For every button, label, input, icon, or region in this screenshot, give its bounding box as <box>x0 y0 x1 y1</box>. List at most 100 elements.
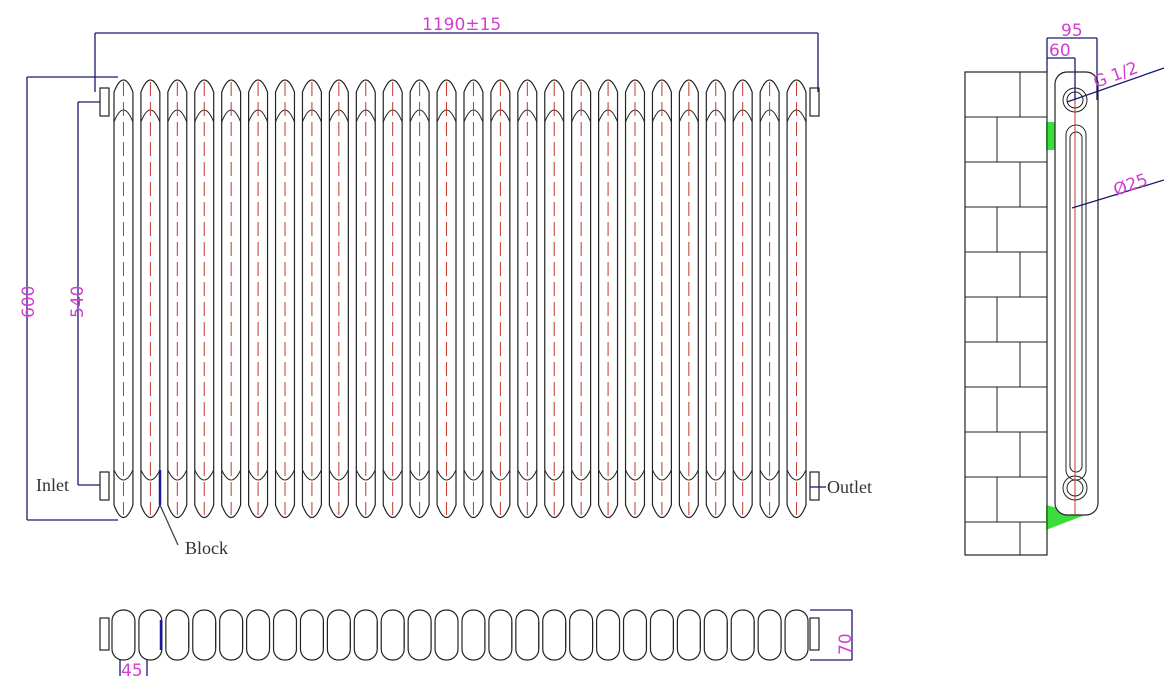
floor-bracket <box>1046 505 1085 530</box>
column-outline <box>678 79 699 519</box>
radiator-column <box>651 79 672 519</box>
side-tube-inner <box>1069 131 1083 473</box>
top-column <box>219 609 244 661</box>
column-outline <box>221 79 242 519</box>
radiator-column <box>355 79 376 519</box>
radiator-column <box>248 79 269 519</box>
top-column <box>299 609 324 661</box>
radiator-column <box>382 79 403 519</box>
column-outline <box>194 79 215 519</box>
pipe-fitting <box>809 87 820 117</box>
top-column <box>784 609 809 661</box>
pipe-fitting <box>99 87 110 117</box>
top-column <box>542 609 567 661</box>
column-outline <box>490 79 511 519</box>
column-outline <box>786 79 807 519</box>
radiator-column <box>113 79 134 519</box>
top-column <box>757 609 782 661</box>
width-dimension: 1190±15 <box>422 15 501 35</box>
column-outline <box>248 79 269 519</box>
top-view <box>99 609 820 661</box>
top-column <box>111 609 136 661</box>
column-outline <box>274 79 296 519</box>
column-outline <box>732 79 753 519</box>
top-column <box>380 609 405 661</box>
radiator-column <box>436 79 457 519</box>
column-outline <box>382 79 403 519</box>
inlet-label: Inlet <box>36 475 69 495</box>
thread-dimension: G 1/2 <box>1091 58 1141 93</box>
top-column <box>649 609 674 661</box>
tube-dimension: Ø25 <box>1111 170 1151 201</box>
radiator-column <box>517 79 538 519</box>
column-outline <box>167 79 188 519</box>
radiator-column <box>194 79 215 519</box>
radiator-column <box>624 79 646 519</box>
block-leader <box>159 504 179 546</box>
top-column <box>622 609 648 661</box>
column-outline <box>140 79 161 519</box>
radiator-column <box>571 79 592 519</box>
top-column <box>407 609 432 661</box>
column-outline <box>759 79 780 519</box>
top-column <box>596 609 621 661</box>
front-view <box>99 79 820 519</box>
top-column <box>461 609 486 661</box>
column-outline <box>328 79 349 519</box>
top-fitting <box>99 617 110 651</box>
outlet-label: Outlet <box>827 477 872 497</box>
top-column <box>138 609 163 661</box>
radiator-column <box>409 79 430 519</box>
radiator-column <box>678 79 699 519</box>
column-outline <box>571 79 592 519</box>
column-outline <box>598 79 619 519</box>
top-fitting <box>809 617 820 651</box>
radiator-column <box>598 79 619 519</box>
radiator-column <box>705 79 726 519</box>
radiator-column <box>759 79 780 519</box>
column-outline <box>355 79 376 519</box>
dimensions <box>26 32 1164 676</box>
radiator-column <box>301 79 322 519</box>
wall-bracket <box>1046 122 1056 150</box>
top-column <box>434 609 459 661</box>
radiator-column <box>490 79 511 519</box>
top-column <box>569 609 594 661</box>
height-dimension: 600 <box>19 286 39 318</box>
column-outline <box>436 79 457 519</box>
column-outline <box>409 79 430 519</box>
top-column <box>165 609 190 661</box>
column-outline <box>301 79 322 519</box>
depth-dimension: 70 <box>836 633 856 655</box>
top-column <box>676 609 701 661</box>
column-pitch-dimension: 45 <box>121 661 143 676</box>
column-outline <box>113 79 134 519</box>
radiator-column <box>140 79 161 519</box>
radiator-column <box>544 79 565 519</box>
top-column <box>272 609 298 661</box>
column-outline <box>463 79 484 519</box>
top-column <box>246 609 271 661</box>
pipe-fitting <box>99 471 110 501</box>
centers-dimension: 540 <box>68 286 88 318</box>
column-outline <box>705 79 726 519</box>
top-column <box>488 609 513 661</box>
column-outline <box>517 79 538 519</box>
wall <box>964 71 1048 556</box>
top-column <box>353 609 378 661</box>
column-outline <box>544 79 565 519</box>
radiator-column <box>274 79 296 519</box>
block-label: Block <box>185 538 228 558</box>
radiator-column <box>732 79 753 519</box>
pipe-fitting <box>809 471 820 501</box>
top-column <box>515 609 540 661</box>
column-outline <box>624 79 646 519</box>
radiator-column <box>463 79 484 519</box>
side-offset-dimension: 60 <box>1049 41 1071 61</box>
side-view <box>964 58 1099 556</box>
side-total-dimension: 95 <box>1061 21 1083 41</box>
top-column <box>192 609 217 661</box>
radiator-column <box>167 79 188 519</box>
radiator-column <box>221 79 242 519</box>
